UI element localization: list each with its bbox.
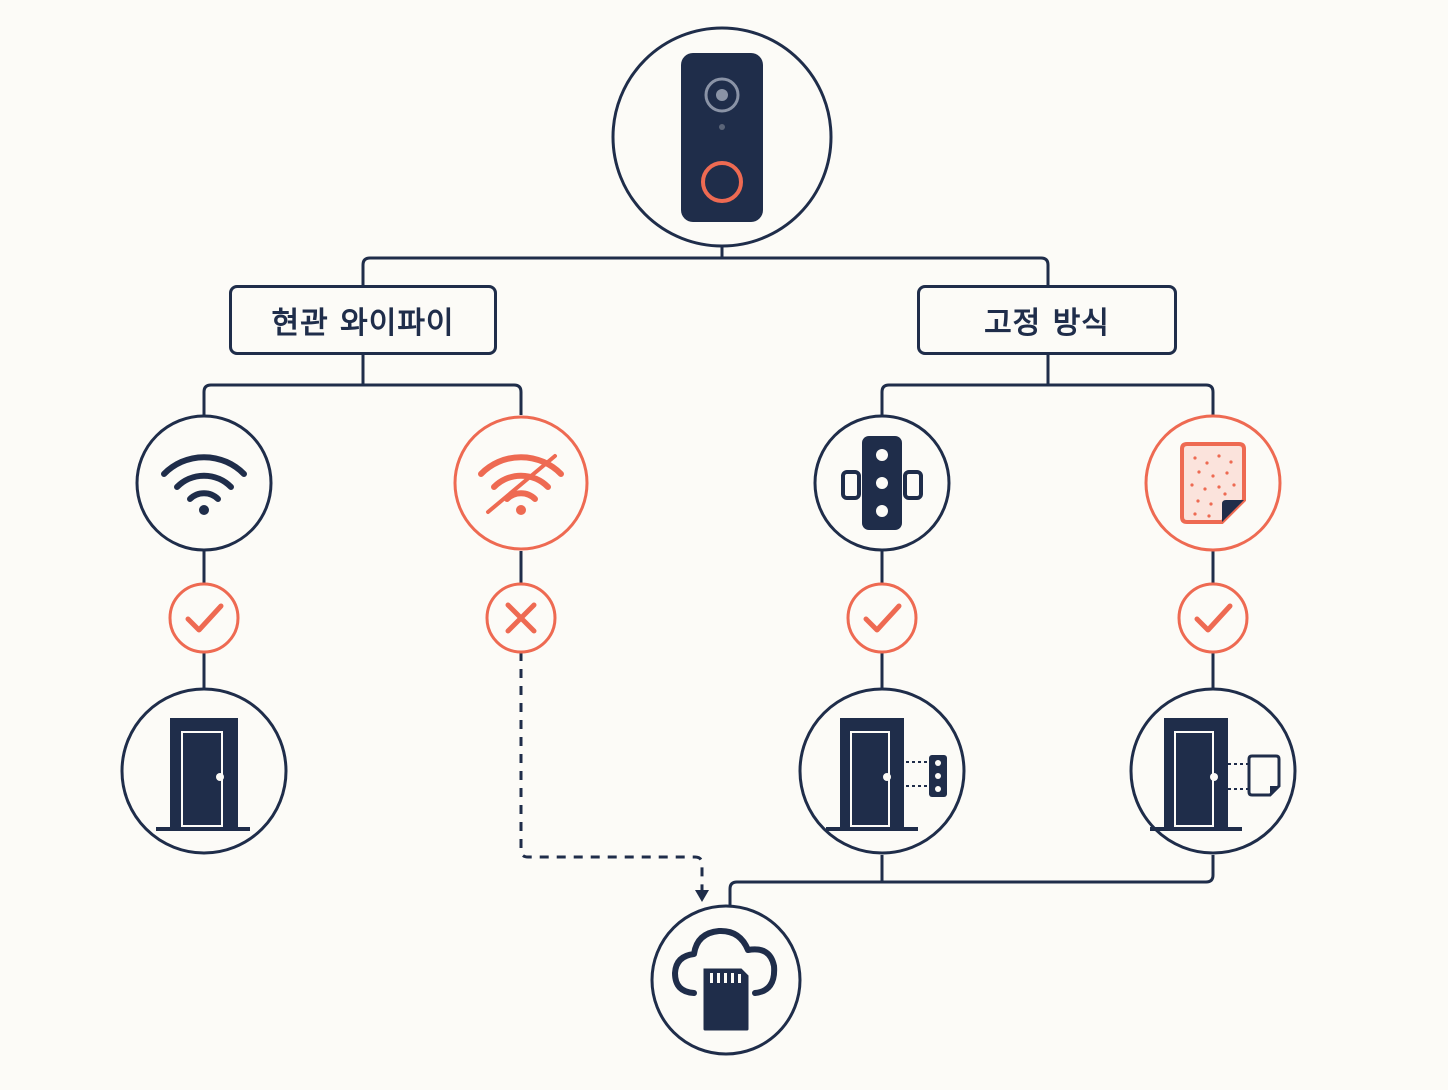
door-with-adhesive-icon	[1150, 718, 1281, 831]
cross-icon	[505, 602, 537, 634]
check-icon	[1194, 603, 1233, 633]
storage-node	[650, 904, 802, 1056]
connector-root-branches	[361, 256, 1050, 285]
mount-branch-label: 고정 방식	[917, 285, 1177, 355]
cross-badge-wifi	[485, 582, 557, 654]
wifi-off-icon	[478, 454, 564, 515]
video-doorbell-icon	[681, 53, 763, 222]
screw-mount-node	[813, 414, 951, 552]
connector-mount-merge	[728, 855, 1215, 907]
check-icon	[863, 603, 902, 633]
connectors	[202, 247, 1215, 907]
doorbell-node	[611, 26, 833, 248]
check-badge-adhesive	[1177, 582, 1249, 654]
door-result-adhesive	[1129, 687, 1297, 855]
fallback-arrow	[519, 652, 709, 902]
adhesive-mount-node	[1144, 414, 1282, 552]
cloud-sd-card-icon	[672, 927, 778, 1034]
connector-wifi-split	[202, 355, 523, 415]
door-with-bracket-icon	[826, 718, 947, 831]
screw-mount-bracket-icon	[841, 436, 923, 530]
wifi-branch-label: 현관 와이파이	[229, 285, 497, 355]
connector-mount-split	[880, 355, 1215, 415]
check-icon	[185, 603, 224, 633]
adhesive-pad-icon	[1180, 442, 1246, 524]
door-result-wifi	[120, 687, 288, 855]
door-result-screw	[798, 687, 966, 855]
wifi-available-node	[135, 414, 273, 552]
wifi-unavailable-node	[453, 415, 589, 551]
check-badge-screw	[846, 582, 918, 654]
wifi-icon	[161, 454, 247, 515]
check-badge-wifi	[168, 582, 240, 654]
door-icon	[156, 718, 250, 831]
